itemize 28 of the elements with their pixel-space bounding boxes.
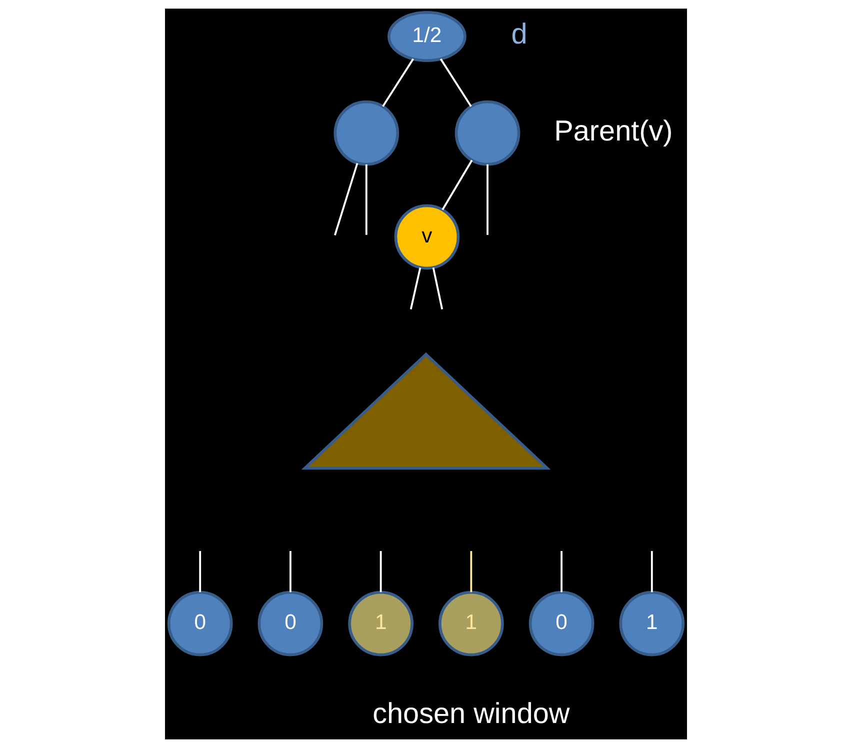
node-circle: 0: [528, 590, 594, 656]
connector: [470, 551, 472, 592]
connector: [382, 58, 414, 107]
node-ellipse: 1/2: [387, 11, 466, 62]
node-triangle: [300, 352, 550, 470]
connector: [198, 551, 201, 592]
node-circle: 0: [166, 590, 232, 656]
node-circle: 1: [618, 590, 684, 656]
node-circle: v: [394, 204, 460, 270]
connector: [364, 164, 367, 235]
connector: [409, 268, 421, 310]
connector: [333, 162, 358, 236]
node-circle: [454, 100, 520, 166]
connector: [650, 551, 652, 592]
connector: [560, 551, 562, 592]
connector: [486, 164, 488, 235]
node-circle: 1: [438, 590, 504, 656]
node-label: Parent(v): [554, 115, 672, 148]
connector: [441, 160, 472, 210]
node-circle: 1: [348, 590, 413, 656]
connector: [432, 268, 443, 310]
node-circle: 0: [257, 590, 323, 656]
connector: [379, 551, 382, 592]
label: chosen window: [372, 698, 570, 730]
connector: [439, 58, 472, 107]
connector: [289, 551, 291, 592]
node-circle: [333, 100, 399, 166]
label: d: [510, 18, 527, 51]
